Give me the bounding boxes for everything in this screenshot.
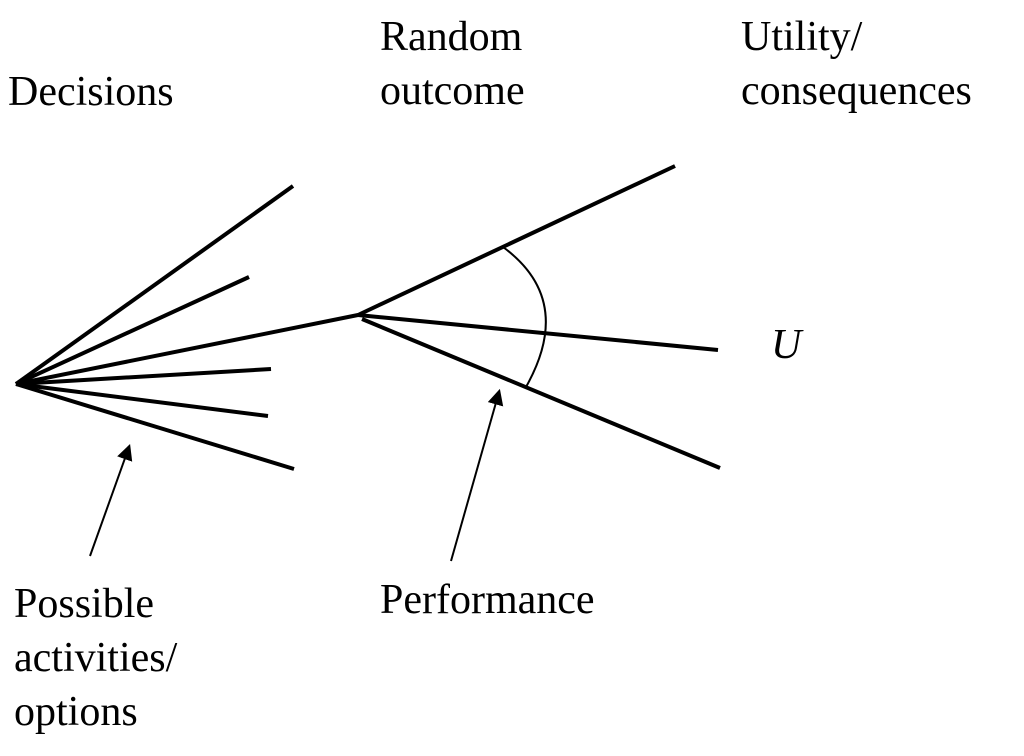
possible-activities-label: Possible activities/ options [14,577,177,739]
random-outcome-line: Random [380,14,523,60]
decision-branch-chosen [15,313,359,386]
decision-branch [15,275,250,386]
outcome-branch-upper [357,164,676,317]
outcome-branch-middle [357,313,719,352]
utility-symbol-label: U [771,322,802,368]
random-outcome-line: outcome [380,68,525,114]
performance-arc [502,246,547,388]
decision-branch [15,367,272,386]
decisions-label: Decisions [8,69,174,115]
utility-line: consequences [741,68,972,114]
utility-consequences-label: Utility/ consequences [741,10,972,118]
decision-branch [14,184,295,386]
decision-branch [15,382,295,471]
possible-line: options [14,689,138,735]
performance-arrow [450,388,504,562]
decision-branch [15,382,269,418]
random-outcome-label: Random outcome [380,10,525,118]
outcome-branch-lower [361,317,721,470]
possible-options-arrow [89,443,133,557]
possible-line: Possible [14,581,155,627]
possible-line: activities/ [14,635,178,681]
utility-line: Utility/ [741,14,863,60]
performance-label: Performance [380,577,595,623]
